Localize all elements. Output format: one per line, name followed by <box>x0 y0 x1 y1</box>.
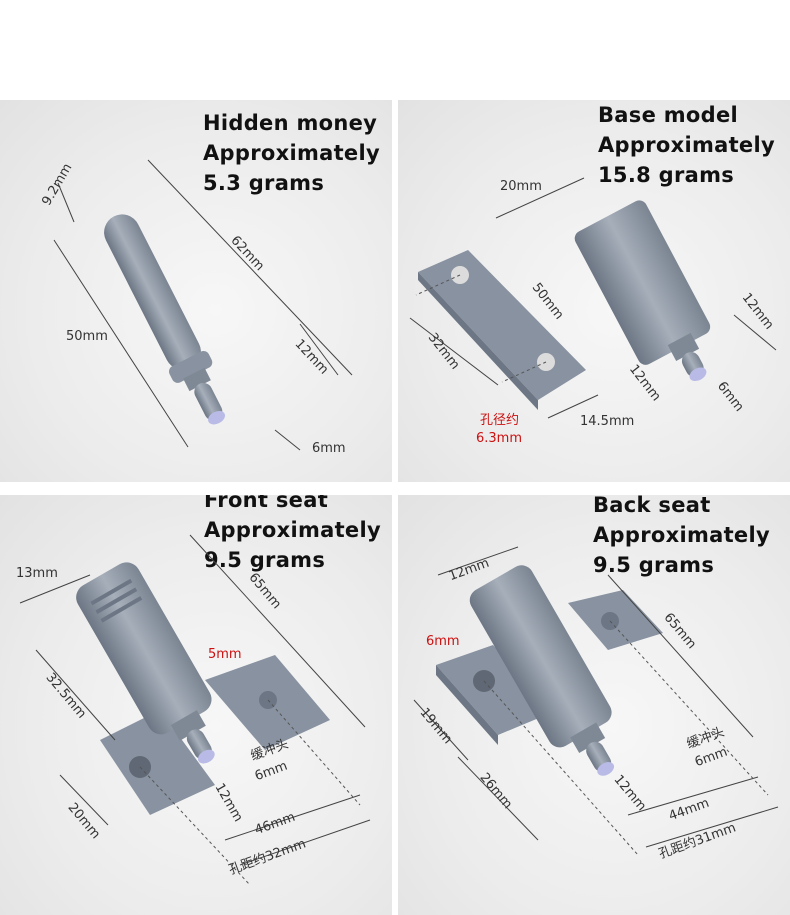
grip-ridge-3 <box>100 596 143 623</box>
dim-width: 12mm <box>447 556 491 584</box>
dim-total-length: 62mm <box>227 233 267 274</box>
lower-bracket-edge <box>436 665 498 745</box>
dim-bracket-length: 44mm <box>667 796 711 824</box>
dim-total-length: 65mm <box>246 570 284 612</box>
dim-bracket-width: 20mm <box>65 800 103 842</box>
title-line-3: 9.5 grams <box>204 548 326 572</box>
dim-bracket-thickness: 5mm <box>208 647 242 662</box>
hole-diameter-value: 6.3mm <box>476 431 522 446</box>
grip-ridge-2 <box>95 587 138 614</box>
dim-ring: 12mm <box>212 781 246 825</box>
dim-ring: 12mm <box>611 772 649 814</box>
dim-bracket-length: 46mm <box>253 810 297 838</box>
lower-bracket <box>436 645 558 735</box>
title-line-1: Hidden money <box>203 111 378 135</box>
dim-diameter: 9.2mm <box>39 161 75 208</box>
title-line-3: 5.3 grams <box>203 171 325 195</box>
dim-width: 13mm <box>16 566 58 581</box>
panel-title: Back seat Approximately 9.5 grams <box>593 495 770 580</box>
title-line-2: Approximately <box>598 133 775 157</box>
front-bracket <box>100 710 215 815</box>
panel-title: Front seat Approximately 9.5 grams <box>204 495 381 575</box>
panel-title: Base model Approximately 15.8 grams <box>598 100 775 190</box>
title-line-2: Approximately <box>203 141 380 165</box>
damper-tip <box>208 410 225 425</box>
title-line-2: Approximately <box>593 523 770 547</box>
dim-total-length: 65mm <box>661 610 699 652</box>
panel-base-model: Base model Approximately 15.8 grams 20mm… <box>398 100 790 482</box>
base-damper-illustration: 20mm 50mm 12mm 32mm 12mm 6mm 14.5mm 孔径约 … <box>409 177 777 446</box>
housing-ring <box>667 332 700 361</box>
housing-tip <box>689 367 707 382</box>
dim-hole-spacing: 32mm <box>425 330 463 372</box>
dim-tip: 6mm <box>312 441 346 456</box>
mounting-plate-edge <box>418 272 538 410</box>
panel-back-seat: Back seat Approximately 9.5 grams 12mm 6… <box>398 495 790 915</box>
dim-bracket-depth: 26mm <box>477 770 515 812</box>
seat-tip <box>597 762 615 776</box>
title-line-3: 9.5 grams <box>593 553 715 577</box>
damper-ring <box>183 367 211 392</box>
dim-tip: 6mm <box>714 379 747 415</box>
grip-ridge-1 <box>90 578 133 606</box>
front-seat-damper-illustration: 13mm 65mm 5mm 32.5mm 缓冲头 6mm 12mm 46mm 2… <box>16 534 371 886</box>
housing-body <box>574 200 711 365</box>
dim-length: 50mm <box>529 280 567 322</box>
hole-diameter-label: 孔径约 <box>480 413 519 428</box>
dim-hole-spacing: 孔距约32mm <box>227 836 308 878</box>
title-line-3: 15.8 grams <box>598 163 735 187</box>
hidden-damper-illustration: 9.2mm 62mm 50mm 12mm 6mm <box>39 159 353 456</box>
back-seat-damper-illustration: 12mm 6mm 65mm 19mm 缓冲头 6mm 26mm 12mm 44m… <box>413 546 779 862</box>
dim-bracket-thickness: 6mm <box>426 634 460 649</box>
dim-hole-spacing: 孔距约31mm <box>657 820 738 862</box>
dim-bracket-height: 19mm <box>417 705 455 747</box>
title-line-1: Base model <box>598 103 739 127</box>
mounting-plate <box>418 250 586 400</box>
seat-ring <box>170 710 206 741</box>
seat-body <box>469 565 612 748</box>
panel-title: Hidden money Approximately 5.3 grams <box>203 108 380 198</box>
panel-hidden-model: Hidden money Approximately 5.3 grams 9.2… <box>0 100 392 482</box>
damper-body <box>104 214 201 370</box>
dim-plate-width: 14.5mm <box>580 414 634 429</box>
title-line-1: Front seat <box>204 495 329 512</box>
dim-bracket-offset: 32.5mm <box>43 670 89 721</box>
title-line-2: Approximately <box>204 518 381 542</box>
dim-ring: 12mm <box>626 362 664 404</box>
dim-height: 12mm <box>739 290 777 332</box>
damper-piston <box>194 382 223 421</box>
seat-ring <box>570 722 606 754</box>
damper-collar <box>169 350 213 383</box>
title-line-1: Back seat <box>593 495 711 517</box>
seat-tip <box>197 749 215 764</box>
panel-front-seat: Front seat Approximately 9.5 grams <box>0 495 392 915</box>
dim-width: 20mm <box>500 179 542 194</box>
dim-body-length: 50mm <box>66 329 108 344</box>
